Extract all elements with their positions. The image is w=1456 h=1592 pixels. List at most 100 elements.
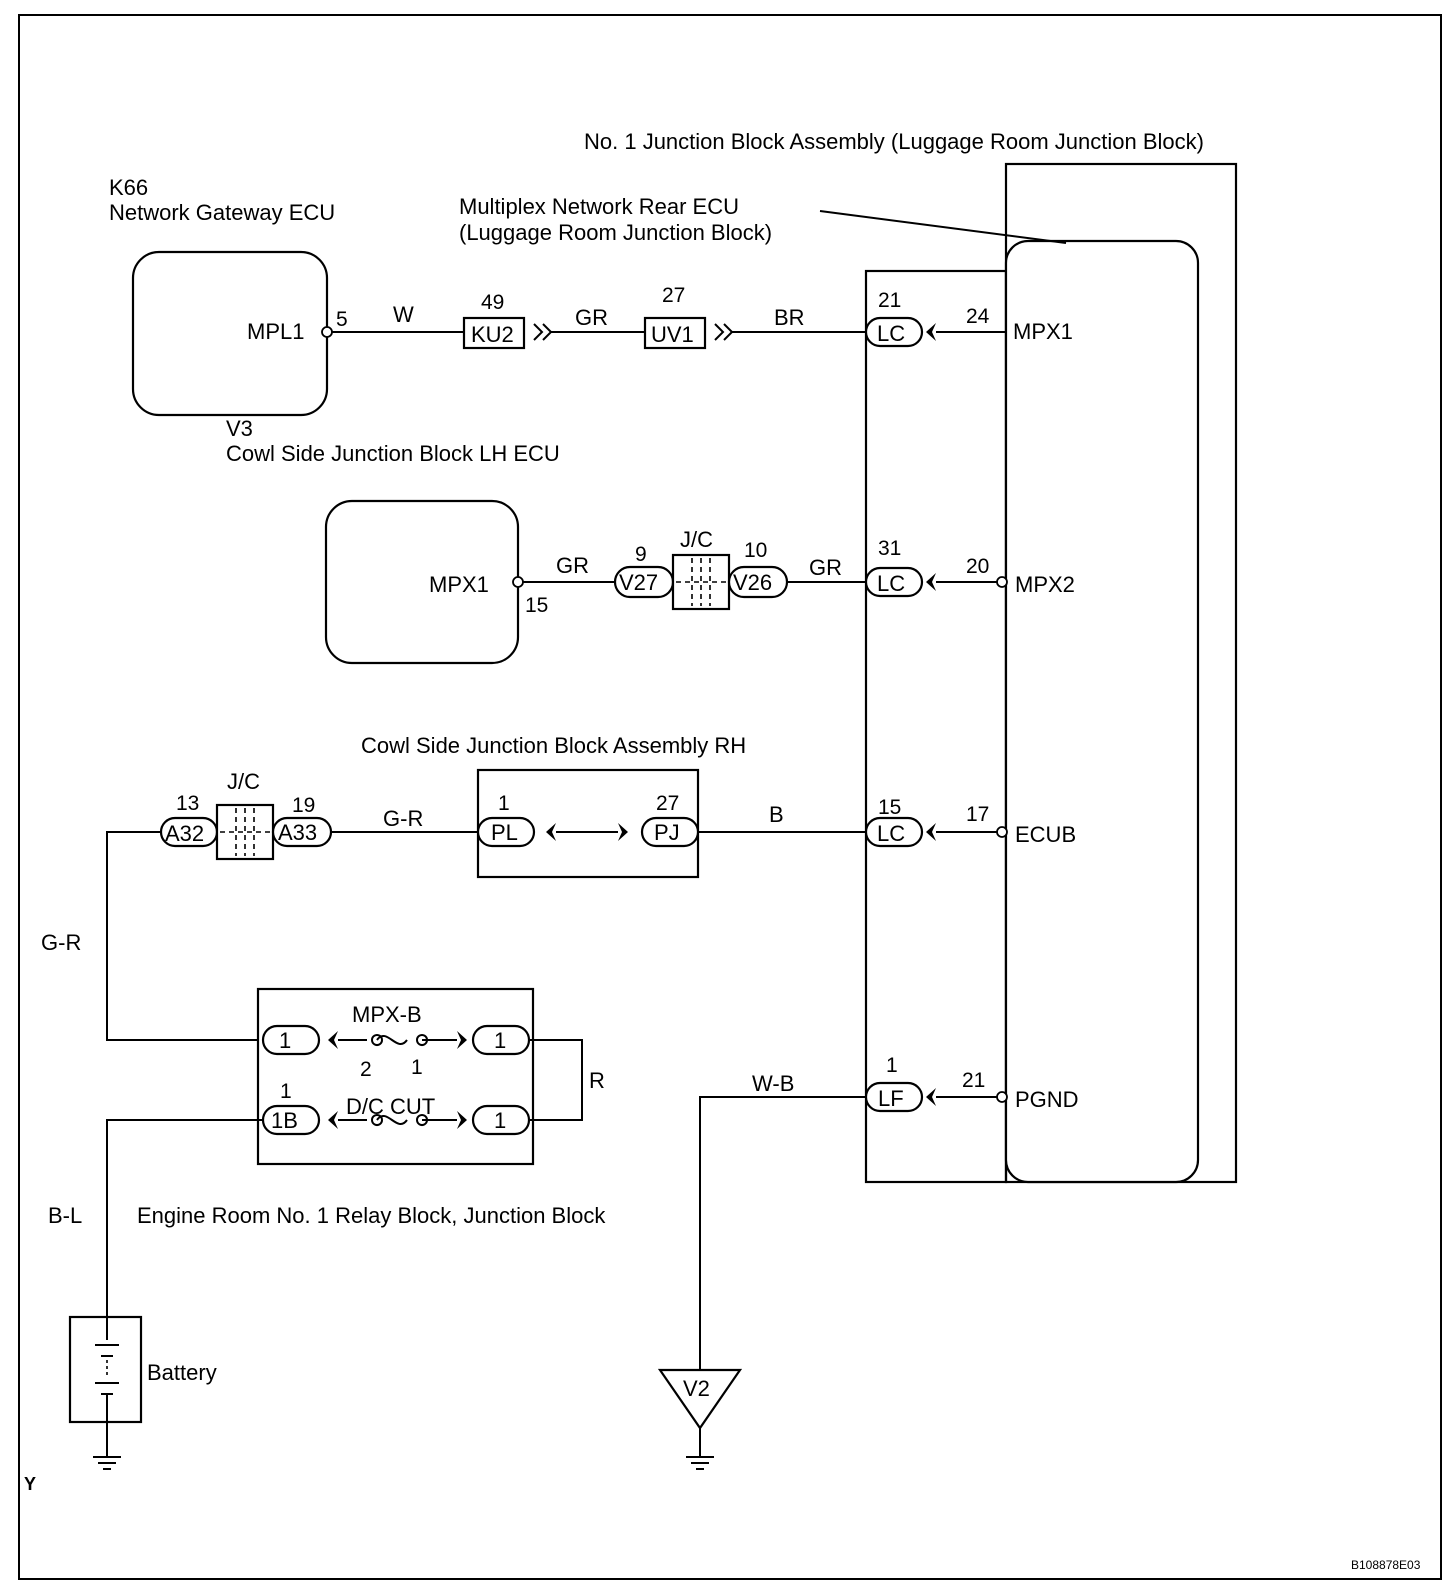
a33-label: A33 [278, 820, 317, 845]
er-conn-1c-label: 1 [494, 1108, 506, 1133]
lf-pin-number: 1 [886, 1054, 898, 1077]
k66-pin-number: 5 [336, 308, 348, 331]
lf-label: LF [878, 1086, 904, 1111]
pgnd-pin-dot [996, 1091, 1008, 1103]
mpx2-label: MPX2 [1015, 572, 1075, 597]
v2-label: V2 [683, 1376, 710, 1401]
jc-1-block [671, 553, 731, 611]
ecub-pin-dot [996, 826, 1008, 838]
pgnd-label: PGND [1015, 1087, 1079, 1112]
pl-label: PL [491, 820, 518, 845]
er-conn-1a [261, 1024, 321, 1056]
uv1-connector [643, 316, 707, 350]
wire-w-b-label: W-B [752, 1071, 794, 1096]
lc-a-pin-number: 21 [878, 289, 901, 312]
uv1-chevron-icon [714, 323, 734, 341]
lc-c-pin-number: 15 [878, 796, 901, 819]
wire-gr-2-label: GR [556, 553, 589, 578]
lc-a-connector [864, 316, 924, 348]
a32-label: A32 [165, 821, 204, 846]
jb1-title: No. 1 Junction Block Assembly (Luggage R… [584, 129, 1204, 154]
wire-gr-3-label: GR [809, 555, 842, 580]
mpx-b-fuse-label: MPX-B [352, 1002, 422, 1027]
battery-icon [95, 1317, 119, 1422]
rear-ecu-label-1: Multiplex Network Rear ECU [459, 194, 739, 219]
lc-b-label: LC [877, 571, 905, 596]
lc-a-terminal-icon [926, 323, 936, 341]
wire-r [529, 1039, 583, 1121]
mpx-b-pin-2: 2 [360, 1058, 372, 1081]
pl-pin-number: 1 [498, 792, 510, 815]
lf-connector [864, 1081, 924, 1113]
v3-code: V3 [226, 416, 253, 441]
page-mark: Y [24, 1474, 36, 1494]
lc-b-connector [864, 566, 924, 598]
page-frame [18, 14, 1442, 1580]
pgnd-pin-number: 21 [962, 1069, 985, 1092]
mpx2-pin-number: 20 [966, 555, 989, 578]
dc-cut-fuse-label: D/C CUT [346, 1094, 435, 1119]
lf-terminal-icon [926, 1088, 936, 1106]
v27-label: V27 [619, 570, 658, 595]
pj-label: PJ [654, 820, 680, 845]
lc-c-terminal-icon [926, 823, 936, 841]
v3-ecu-box [324, 499, 520, 665]
cowl-rh-label: Cowl Side Junction Block Assembly RH [361, 733, 746, 758]
lc-c-connector [864, 816, 924, 848]
jb1-connector-panel [864, 269, 1008, 1184]
v3-pin-dot [512, 576, 524, 588]
v27-pin-number: 9 [635, 543, 647, 566]
k66-pin-dot [321, 326, 333, 338]
lc-b-pin-number: 31 [878, 537, 901, 560]
a33-connector [271, 816, 333, 848]
er-conn-1B-label: 1B [271, 1108, 298, 1133]
mpx1-label: MPX1 [1013, 319, 1073, 344]
wire-r-label: R [589, 1068, 605, 1093]
wire-br-label: BR [774, 305, 805, 330]
ku2-chevron-icon [533, 323, 553, 341]
ecub-label: ECUB [1015, 822, 1076, 847]
wire-w-b [699, 1096, 866, 1370]
ku2-connector [462, 316, 526, 350]
wire-gr-left-label: G-R [41, 930, 81, 955]
a33-pin-number: 19 [292, 794, 315, 817]
jc-2-block [215, 803, 275, 861]
battery-ground-icon [93, 1422, 121, 1470]
mpx-b-pin-1: 1 [411, 1056, 423, 1079]
wire-b-l-label: B-L [48, 1203, 82, 1228]
jc-2-label: J/C [227, 769, 260, 794]
ecub-pin-number: 17 [966, 803, 989, 826]
ku2-pin-number: 49 [481, 291, 504, 314]
v3-pin-number: 15 [525, 594, 548, 617]
wire-gr-4-label: G-R [383, 806, 423, 831]
k66-code: K66 [109, 175, 148, 200]
v3-mpx1-label: MPX1 [429, 572, 489, 597]
wire-gr-1-label: GR [575, 305, 608, 330]
battery-label: Battery [147, 1360, 217, 1385]
v26-label: V26 [733, 570, 772, 595]
lc-a-label: LC [877, 321, 905, 346]
lc-b-terminal-icon [926, 573, 936, 591]
battery-box [68, 1315, 143, 1424]
engine-room-label: Engine Room No. 1 Relay Block, Junction … [137, 1203, 606, 1228]
mpx2-pin-dot [996, 576, 1008, 588]
mpx1-pin-number: 24 [966, 305, 990, 328]
wire-w-label: W [393, 302, 414, 327]
wire-gr-left [106, 831, 263, 1041]
er-1b-pin-number: 1 [280, 1080, 292, 1103]
k66-name: Network Gateway ECU [109, 200, 335, 225]
v2-ground-point [657, 1368, 743, 1430]
pj-pin-number: 27 [656, 792, 679, 815]
rear-ecu-label-2: (Luggage Room Junction Block) [459, 220, 772, 245]
k66-mpl1-label: MPL1 [247, 319, 304, 344]
lc-c-label: LC [877, 821, 905, 846]
uv1-pin-number: 27 [662, 284, 685, 307]
v3-name: Cowl Side Junction Block LH ECU [226, 441, 560, 466]
wire-b-label: B [769, 802, 784, 827]
er-conn-1a-label: 1 [279, 1028, 291, 1053]
er-conn-1b-label: 1 [494, 1028, 506, 1053]
v2-ground-icon [686, 1428, 714, 1470]
rear-ecu-leader-line [819, 210, 1067, 244]
rear-ecu-box [1004, 239, 1200, 1184]
ku2-label: KU2 [471, 322, 514, 347]
